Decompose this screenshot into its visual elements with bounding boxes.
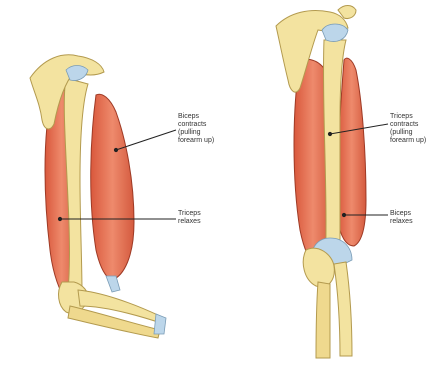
right-triceps-label: Triceps contracts (pulling forearm up)	[390, 113, 426, 145]
right-arm	[276, 6, 366, 359]
left-triceps-label: Triceps relaxes	[178, 210, 201, 226]
left-biceps-leader-line	[116, 130, 176, 150]
left-arm	[30, 55, 166, 338]
right-biceps-muscle	[337, 58, 366, 246]
right-biceps-leader-dot	[342, 213, 345, 216]
left-shoulder-cartilage	[66, 66, 88, 81]
left-triceps-leader-dot	[58, 217, 61, 220]
left-biceps-label: Biceps contracts (pulling forearm up)	[178, 113, 214, 145]
right-shoulder-cartilage	[322, 24, 348, 42]
left-wrist-cartilage	[154, 314, 166, 334]
right-ulna-bone	[316, 282, 330, 358]
right-triceps-leader-dot	[328, 132, 331, 135]
left-biceps-tendon	[106, 276, 120, 292]
left-biceps-muscle	[91, 94, 134, 280]
right-biceps-label: Biceps relaxes	[390, 210, 413, 226]
left-biceps-leader-dot	[114, 148, 117, 151]
right-radius-bone	[334, 262, 352, 356]
